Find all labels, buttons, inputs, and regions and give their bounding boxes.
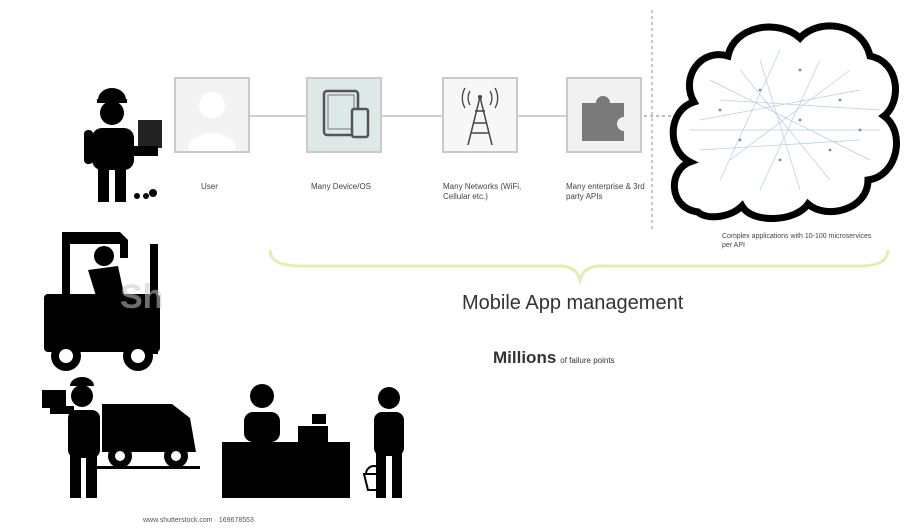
device-label: Many Device/OS bbox=[311, 182, 372, 191]
connector-line bbox=[516, 115, 568, 117]
user-silhouette-icon bbox=[188, 92, 236, 151]
api-node bbox=[566, 77, 642, 153]
cloud-label: Complex applications with 10-100 microse… bbox=[722, 233, 872, 249]
user-label: User bbox=[201, 182, 218, 191]
connector-line bbox=[382, 115, 444, 117]
brace-bracket bbox=[268, 249, 890, 286]
watermark-overlay: Sh bbox=[120, 278, 164, 316]
user-node bbox=[174, 77, 250, 153]
failure-points-label: of failure points bbox=[560, 356, 615, 365]
network-label: Many Networks (WiFi, Cellular etc.) bbox=[443, 182, 522, 201]
shopper-icon bbox=[362, 387, 404, 498]
watermark-footer: www.shutterstock.com · 169678553 bbox=[143, 517, 254, 524]
construction-worker-icon bbox=[84, 88, 162, 202]
device-node bbox=[306, 77, 382, 153]
delivery-van-icon bbox=[42, 377, 200, 498]
tablet-phone-icon bbox=[322, 89, 370, 139]
millions-label: Millions bbox=[493, 348, 557, 367]
cloud-network-icon bbox=[669, 22, 900, 222]
cell-tower-icon bbox=[461, 87, 499, 146]
connector-line bbox=[250, 115, 308, 117]
cashier-counter-icon bbox=[222, 384, 350, 498]
puzzle-piece-icon bbox=[582, 96, 624, 141]
api-label: Many enterprise & 3rd party APIs bbox=[566, 182, 645, 201]
forklift-icon bbox=[44, 232, 160, 371]
network-node bbox=[442, 77, 518, 153]
brace-title: Mobile App management bbox=[462, 292, 684, 314]
